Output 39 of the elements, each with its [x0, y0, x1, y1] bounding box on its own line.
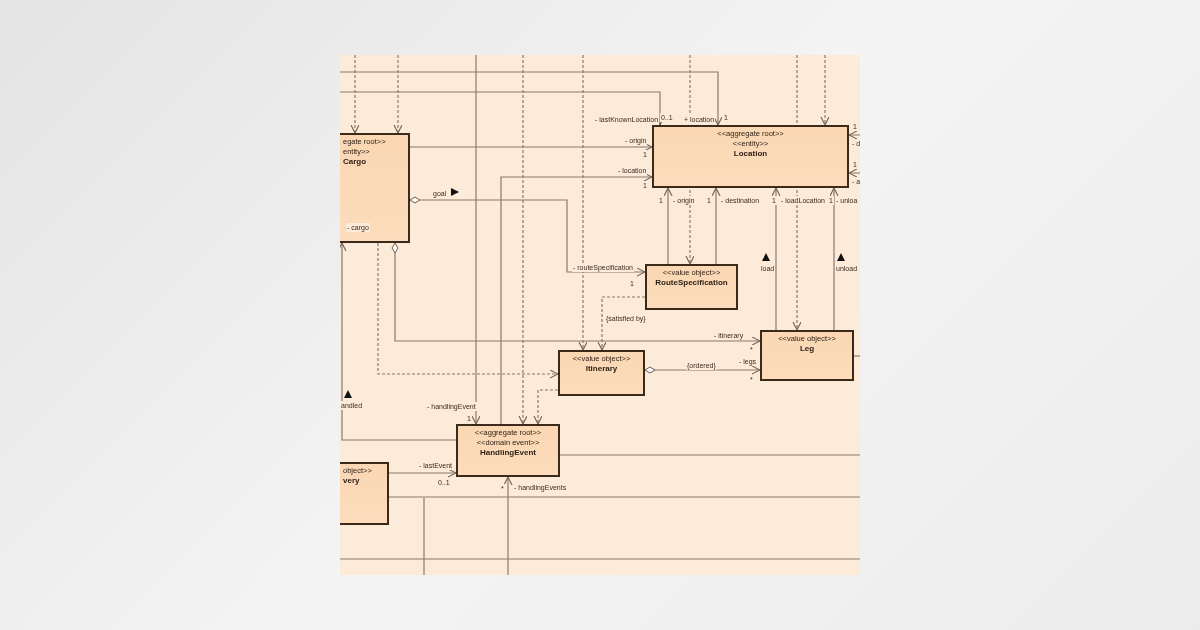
association-arrow	[409, 142, 653, 152]
class-name: Itinerary	[585, 364, 618, 374]
class-box	[558, 350, 645, 396]
class-box	[645, 264, 738, 310]
class-box	[340, 133, 410, 243]
dependency-arrow	[393, 55, 403, 134]
association-arrow	[644, 365, 761, 375]
association-arrow	[471, 55, 481, 425]
class-box	[652, 125, 849, 188]
association-arrow	[409, 196, 646, 277]
association-arrow	[829, 187, 839, 331]
association-arrow	[771, 187, 781, 331]
association-arrow	[848, 168, 860, 178]
class-name: RouteSpecification	[655, 278, 728, 288]
association-arrow	[663, 187, 673, 265]
association-arrow	[711, 187, 721, 265]
dependency-arrow	[597, 296, 646, 351]
class-name: Location	[733, 149, 768, 159]
association-arrow	[340, 242, 457, 441]
class-name: Leg	[799, 344, 815, 354]
dependency-arrow	[820, 55, 830, 126]
dependency-arrow	[350, 55, 360, 134]
association-arrow	[388, 468, 457, 478]
class-name: Cargo	[343, 157, 367, 167]
class-box	[760, 330, 854, 381]
dependency-arrow	[518, 55, 528, 425]
association-arrow	[848, 130, 860, 140]
class-name: HandlingEvent	[480, 448, 536, 458]
class-name: very	[343, 476, 360, 486]
association-arrow	[340, 91, 665, 126]
class-box	[456, 424, 560, 477]
association-arrow	[500, 172, 653, 425]
association-arrow	[503, 476, 513, 575]
class-box	[340, 462, 389, 525]
dependency-arrow	[578, 55, 588, 351]
dependency-arrow	[533, 389, 559, 425]
association-arrow	[391, 242, 761, 346]
dependency-arrow	[377, 242, 559, 379]
association-arrow	[340, 71, 723, 126]
